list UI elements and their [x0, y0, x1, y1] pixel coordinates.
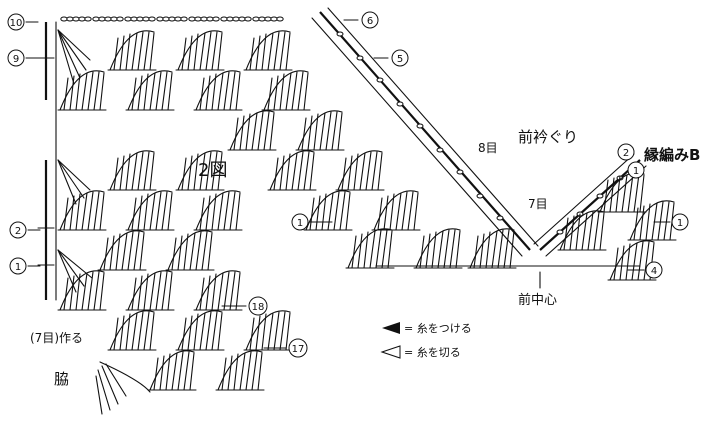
- svg-text:5: 5: [397, 54, 403, 65]
- join-thread-icon: [382, 322, 400, 334]
- svg-text:1: 1: [297, 218, 303, 229]
- side-label: 脇: [54, 370, 69, 388]
- row-marker-1-right-top: 1: [627, 161, 645, 179]
- row-marker-6: 6: [343, 11, 379, 29]
- stitch-count-7-label: 7目: [528, 197, 548, 211]
- upper-shell-grid: [57, 30, 517, 269]
- pattern-label: 縁編みB: [644, 146, 700, 164]
- svg-text:10: 10: [10, 18, 23, 29]
- svg-text:18: 18: [252, 302, 265, 313]
- row-marker-4: 4: [627, 261, 663, 279]
- row-marker-17: 17: [263, 338, 308, 358]
- cut-thread-icon: [380, 345, 401, 359]
- left-top-chain: [60, 16, 284, 22]
- row-marker-1-right: 1: [653, 213, 689, 231]
- svg-text:6: 6: [367, 16, 373, 27]
- front-neckline-label: 前衿ぐり: [518, 128, 578, 146]
- row-marker-1-mid: 1: [291, 213, 333, 231]
- start-note-label: (7目)作る: [30, 331, 83, 345]
- legend-join: = 糸をつける: [382, 322, 472, 335]
- svg-text:4: 4: [651, 266, 657, 277]
- svg-text:9: 9: [13, 54, 19, 65]
- row-marker-2-right: 2: [617, 143, 635, 161]
- svg-text:17: 17: [292, 344, 305, 355]
- stitch-count-8-label: 8目: [478, 141, 498, 155]
- row-marker-1-left: 1: [9, 257, 41, 275]
- lower-shell-grid: [57, 150, 293, 391]
- legend-cut: = 糸を切る: [380, 345, 461, 359]
- side-fan: [95, 361, 151, 415]
- row-marker-5: 5: [373, 49, 409, 67]
- left-edge-fan: [57, 29, 93, 293]
- figure-label: 2図: [198, 160, 227, 181]
- center-front-label: 前中心: [518, 292, 557, 308]
- svg-text:1: 1: [633, 166, 639, 177]
- svg-text:1: 1: [677, 218, 683, 229]
- svg-text:= 糸をつける: = 糸をつける: [404, 322, 472, 335]
- left-edge-band: [37, 21, 57, 301]
- row-marker-18: 18: [221, 296, 268, 316]
- svg-text:= 糸を切る: = 糸を切る: [404, 346, 461, 359]
- row-marker-2-left: 2: [9, 221, 41, 239]
- svg-text:2: 2: [623, 148, 629, 159]
- row-marker-10: 10: [7, 13, 39, 31]
- neckline-chains: [336, 31, 624, 235]
- svg-text:1: 1: [15, 262, 21, 273]
- svg-text:2: 2: [15, 226, 21, 237]
- neckline-band: [311, 7, 647, 257]
- row-marker-9: 9: [7, 49, 39, 67]
